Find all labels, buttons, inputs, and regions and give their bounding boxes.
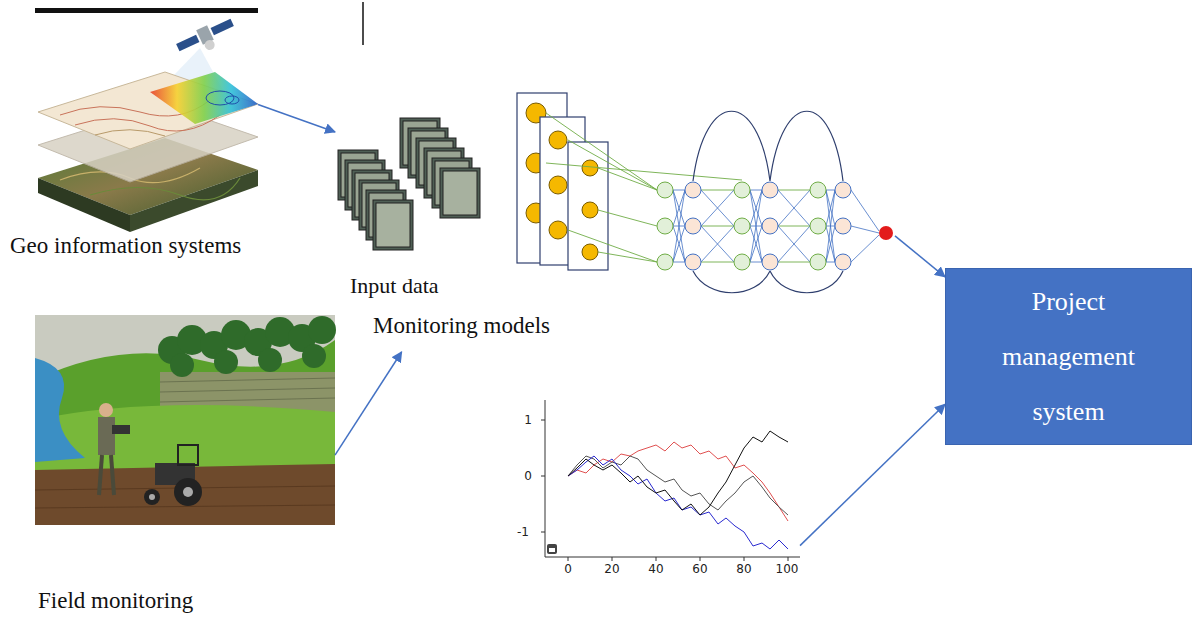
gis-illustration bbox=[38, 15, 258, 232]
axis-tick: 100 bbox=[776, 562, 799, 576]
line-chart: 1 0 -1 0 20 40 60 80 100 bbox=[515, 398, 800, 578]
flow-arrow bbox=[258, 105, 335, 133]
axis-tick: -1 bbox=[517, 525, 529, 539]
neural-network bbox=[517, 93, 893, 293]
image-caption: Field monitoring bbox=[38, 587, 193, 614]
process-box: Project management system bbox=[945, 268, 1192, 445]
field-image: Field monitoring bbox=[35, 315, 335, 525]
flow-arrow bbox=[895, 236, 945, 277]
gis-image: Geo information systems bbox=[35, 10, 258, 235]
flow-arrow bbox=[335, 352, 402, 455]
axis-tick: 60 bbox=[692, 562, 707, 576]
axis-tick: 0 bbox=[564, 562, 572, 576]
image-caption: Geo information systems bbox=[10, 232, 241, 259]
flow-arrow bbox=[800, 404, 945, 545]
image-caption: Input data bbox=[350, 272, 439, 299]
axis-tick: 0 bbox=[524, 469, 532, 483]
box-label: Project management system bbox=[986, 274, 1151, 439]
axis-tick: 1 bbox=[524, 413, 532, 427]
axis-tick: 20 bbox=[604, 562, 619, 576]
input-frames bbox=[338, 118, 480, 250]
axis-tick: 80 bbox=[736, 562, 751, 576]
axis-tick: 40 bbox=[648, 562, 663, 576]
random-walk-chart bbox=[541, 400, 800, 561]
header-rule bbox=[35, 2, 363, 45]
image-caption: Monitoring models bbox=[373, 312, 550, 339]
field-illustration bbox=[35, 315, 336, 525]
network-image: Monitoring models bbox=[515, 90, 895, 270]
